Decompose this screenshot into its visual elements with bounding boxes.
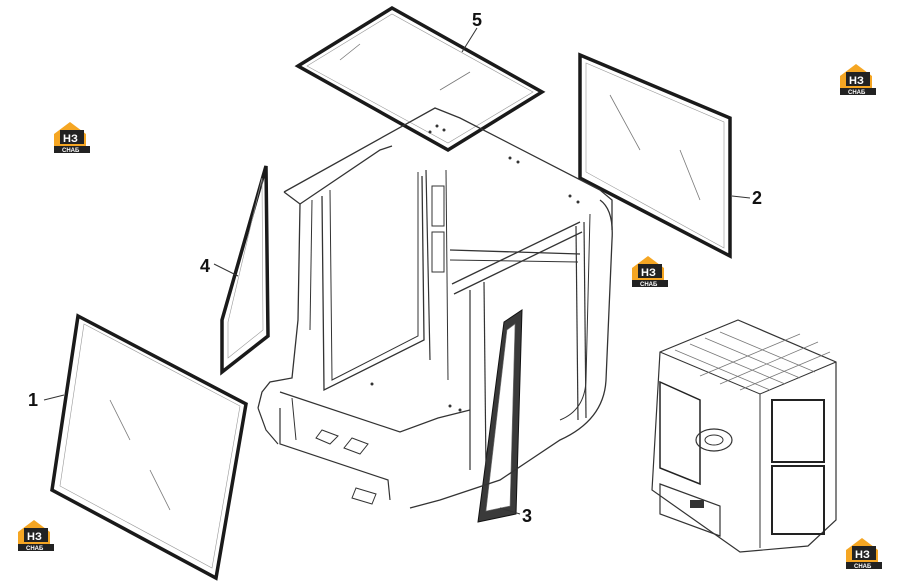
- watermark-logo-4: HЗ СНАБ: [18, 520, 54, 552]
- svg-text:HЗ: HЗ: [849, 75, 864, 87]
- watermark-logo-1: HЗ СНАБ: [54, 122, 90, 154]
- callout-1: 1: [28, 390, 38, 410]
- rear-glass-part-2: [578, 52, 732, 259]
- side-glass-part-4: [220, 165, 270, 376]
- assembled-cab-thumbnail: [651, 319, 837, 553]
- svg-text:HЗ: HЗ: [27, 531, 42, 543]
- cab-frame: [257, 107, 613, 509]
- svg-text:СНАБ: СНАБ: [640, 282, 658, 288]
- svg-text:СНАБ: СНАБ: [62, 148, 80, 154]
- callout-3: 3: [522, 506, 532, 526]
- svg-text:HЗ: HЗ: [63, 133, 78, 145]
- svg-text:HЗ: HЗ: [641, 267, 656, 279]
- callout-5: 5: [472, 10, 482, 30]
- roof-glass-part-5: [294, 5, 546, 153]
- callout-2: 2: [752, 188, 762, 208]
- callout-leaders: [43, 27, 751, 515]
- callout-4: 4: [200, 256, 210, 276]
- watermark-logo-5: HЗ СНАБ: [846, 538, 882, 570]
- front-glass-part-1: [50, 313, 248, 581]
- svg-text:СНАБ: СНАБ: [26, 546, 44, 552]
- watermark-logo-3: HЗ СНАБ: [632, 256, 668, 288]
- corner-glass-part-3: [477, 309, 523, 523]
- svg-text:СНАБ: СНАБ: [848, 90, 866, 96]
- svg-text:СНАБ: СНАБ: [854, 564, 872, 570]
- svg-text:HЗ: HЗ: [855, 549, 870, 561]
- watermark-logo-2: HЗ СНАБ: [840, 64, 876, 96]
